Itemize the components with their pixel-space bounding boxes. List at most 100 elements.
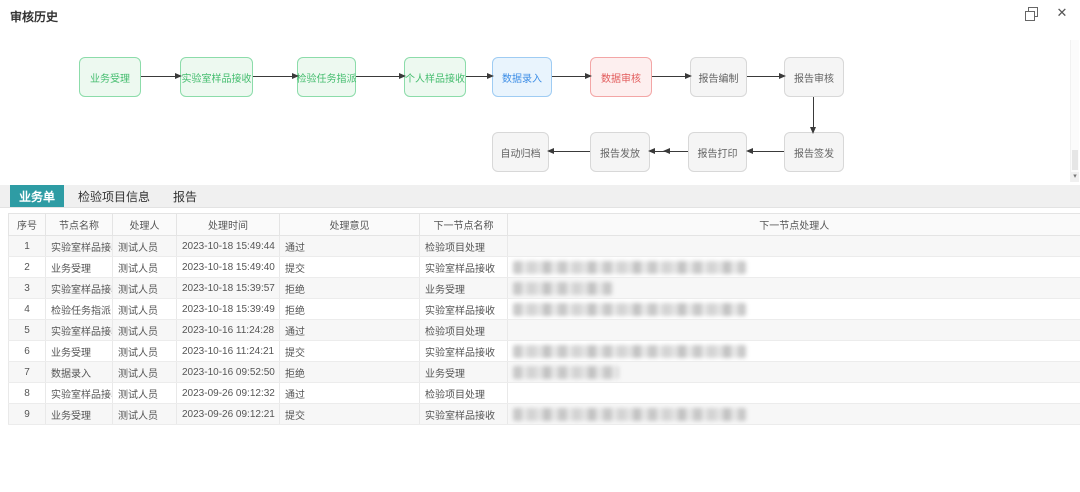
cell-node: 实验室样品接收: [45, 319, 113, 341]
cell-next_node: 业务受理: [419, 361, 508, 383]
cell-no: 6: [8, 340, 46, 362]
flow-node-auto-archive: 自动归档: [492, 132, 549, 172]
restore-icon: [1024, 6, 1038, 21]
flow-arrow-left-icon: [746, 148, 784, 154]
cell-node: 实验室样品接收: [45, 277, 113, 299]
cell-next-handler: [507, 298, 1080, 320]
flow-arrow-right-icon: [466, 73, 494, 79]
redacted-handler-names: [513, 344, 746, 358]
cell-next_node: 实验室样品接收: [419, 298, 508, 320]
cell-time: 2023-09-26 09:12:21: [176, 403, 280, 425]
cell-next_node: 检验项目处理: [419, 319, 508, 341]
cell-next_node: 业务受理: [419, 277, 508, 299]
flow-node-personal-sample-receive: 个人样品接收: [404, 57, 466, 97]
cell-handler: 测试人员: [112, 340, 177, 362]
cell-handler: 测试人员: [112, 403, 177, 425]
table-header-row: 序号 节点名称 处理人 处理时间 处理意见 下一节点名称 下一节点处理人: [8, 213, 1080, 236]
column-header-no: 序号: [8, 213, 46, 236]
cell-handler: 测试人员: [112, 256, 177, 278]
cell-opinion: 提交: [279, 256, 420, 278]
cell-node: 实验室样品接收: [45, 382, 113, 404]
cell-node: 实验室样品接收: [45, 235, 113, 257]
window-controls: ✕: [1024, 5, 1070, 21]
redacted-handler-names: [513, 260, 746, 274]
cell-no: 9: [8, 403, 46, 425]
cell-handler: 测试人员: [112, 235, 177, 257]
flow-arrow-right-icon: [141, 73, 182, 79]
scroll-down-icon[interactable]: ▾: [1071, 172, 1079, 182]
flow-arrow-down-icon: [810, 97, 816, 134]
cell-next-handler: [507, 256, 1080, 278]
column-header-opinion: 处理意见: [279, 213, 420, 236]
cell-handler: 测试人员: [112, 382, 177, 404]
tab-business-order[interactable]: 业务单: [10, 185, 65, 207]
cell-next_node: 检验项目处理: [419, 382, 508, 404]
flow-arrow-right-icon: [253, 73, 299, 79]
cell-handler: 测试人员: [112, 319, 177, 341]
flow-arrow-right-icon: [552, 73, 592, 79]
cell-next-handler: [507, 382, 1080, 404]
flow-scrollbar[interactable]: ▾: [1070, 40, 1079, 182]
close-button[interactable]: ✕: [1054, 5, 1070, 21]
cell-time: 2023-10-18 15:49:44: [176, 235, 280, 257]
cell-next-handler: [507, 277, 1080, 299]
cell-no: 7: [8, 361, 46, 383]
tab-bar: 业务单 检验项目信息 报告: [0, 185, 1080, 208]
cell-node: 业务受理: [45, 340, 113, 362]
cell-next-handler: [507, 319, 1080, 341]
redacted-handler-names: [513, 302, 746, 316]
flow-arrow-right-icon: [747, 73, 786, 79]
flow-node-business-acceptance: 业务受理: [79, 57, 141, 97]
flow-arrow-right-icon: [652, 73, 692, 79]
flow-arrow-left-double-icon: [648, 148, 688, 154]
flow-arrow-left-icon: [547, 148, 590, 154]
tab-inspection-items[interactable]: 检验项目信息: [78, 189, 151, 204]
flow-node-data-entry: 数据录入: [492, 57, 552, 97]
restore-window-button[interactable]: [1024, 5, 1042, 21]
cell-time: 2023-10-18 15:49:40: [176, 256, 280, 278]
cell-node: 业务受理: [45, 403, 113, 425]
cell-opinion: 拒绝: [279, 277, 420, 299]
cell-opinion: 通过: [279, 382, 420, 404]
flow-scrollbar-thumb[interactable]: [1072, 150, 1078, 170]
cell-no: 5: [8, 319, 46, 341]
cell-node: 业务受理: [45, 256, 113, 278]
column-header-next-node: 下一节点名称: [419, 213, 508, 236]
cell-time: 2023-10-16 11:24:21: [176, 340, 280, 362]
flow-node-report-compile: 报告编制: [690, 57, 747, 97]
flow-node-lab-sample-receive: 实验室样品接收: [180, 57, 253, 97]
cell-time: 2023-10-18 15:39:57: [176, 277, 280, 299]
column-header-time: 处理时间: [176, 213, 280, 236]
flow-node-report-print: 报告打印: [688, 132, 747, 172]
cell-next_node: 实验室样品接收: [419, 340, 508, 362]
cell-next_node: 实验室样品接收: [419, 256, 508, 278]
column-header-handler: 处理人: [112, 213, 177, 236]
cell-no: 2: [8, 256, 46, 278]
redacted-handler-names: [513, 365, 619, 379]
cell-opinion: 通过: [279, 235, 420, 257]
flow-arrow-right-icon: [356, 73, 406, 79]
cell-opinion: 拒绝: [279, 298, 420, 320]
column-header-next-handler: 下一节点处理人: [507, 213, 1080, 236]
cell-handler: 测试人员: [112, 277, 177, 299]
cell-opinion: 提交: [279, 340, 420, 362]
cell-handler: 测试人员: [112, 298, 177, 320]
cell-next-handler: [507, 403, 1080, 425]
flow-node-report-sign: 报告签发: [784, 132, 844, 172]
redacted-handler-names: [513, 281, 612, 295]
flow-node-report-release: 报告发放: [590, 132, 650, 172]
cell-next-handler: [507, 340, 1080, 362]
page-title: 审核历史: [10, 10, 59, 24]
cell-next-handler: [507, 361, 1080, 383]
tab-report[interactable]: 报告: [173, 189, 198, 204]
